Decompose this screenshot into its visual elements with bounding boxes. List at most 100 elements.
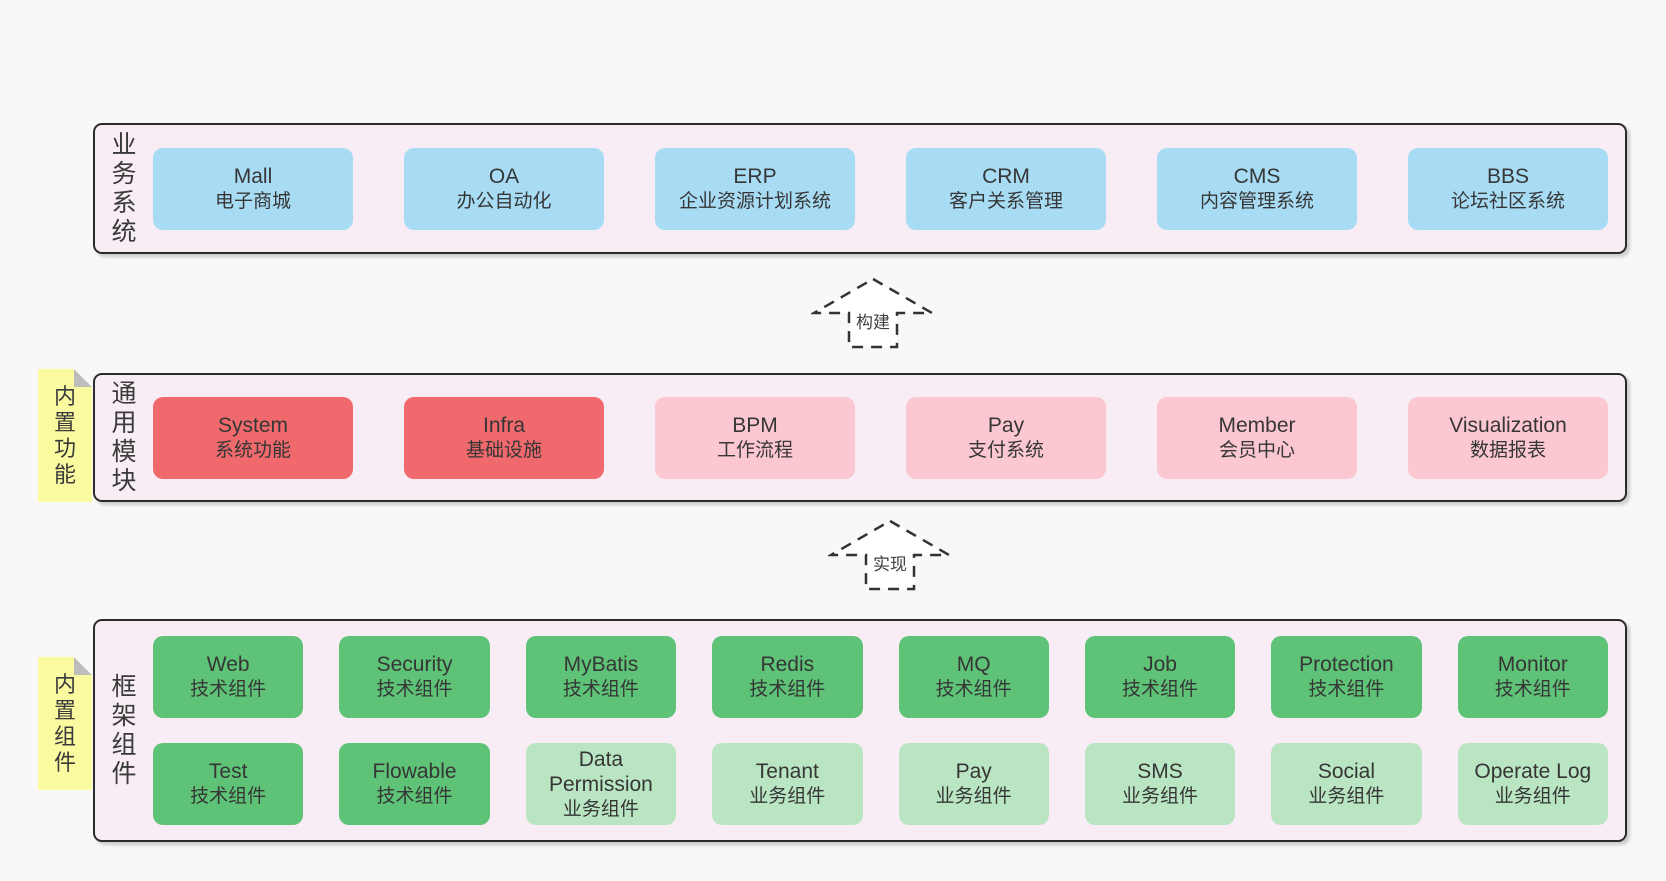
module-name: BBS <box>1486 164 1530 188</box>
module-subtitle: 工作流程 <box>716 439 793 461</box>
section-rows: System 系统功能 Infra 基础设施 BPM 工作流程 Pay 支付系统… <box>153 375 1625 500</box>
module-box-bpm: BPM 工作流程 <box>655 396 855 479</box>
module-box-mybatis: MyBatis 技术组件 <box>525 636 677 718</box>
module-name: Infra <box>482 413 526 437</box>
section-framework-components: 框架组件 Web 技术组件 Security 技术组件 MyBatis 技术组件… <box>93 619 1627 842</box>
module-name: OA <box>488 164 520 188</box>
module-box-system: System 系统功能 <box>153 396 353 479</box>
module-name: SMS <box>1137 760 1183 783</box>
section-label: 业务系统 <box>111 130 137 246</box>
module-subtitle: 办公自动化 <box>456 190 552 212</box>
module-name: CMS <box>1233 164 1281 188</box>
module-name: Monitor <box>1497 653 1568 676</box>
module-subtitle: 论坛社区系统 <box>1450 190 1565 212</box>
module-subtitle: 技术组件 <box>935 679 1012 700</box>
module-name: Job <box>1143 653 1177 676</box>
module-subtitle: 业务组件 <box>1308 786 1385 807</box>
module-box-data-permission: Data Permission 业务组件 <box>525 743 677 825</box>
module-subtitle: 技术组件 <box>376 679 453 700</box>
module-box-redis: Redis 技术组件 <box>712 636 863 718</box>
module-name: Flowable <box>372 760 457 783</box>
module-box-tenant: Tenant 业务组件 <box>712 743 863 825</box>
module-name: Pay <box>955 760 992 783</box>
module-box-web: Web 技术组件 <box>153 636 304 718</box>
module-subtitle: 技术组件 <box>1308 679 1385 700</box>
module-row: Test 技术组件 Flowable 技术组件 Data Permission … <box>153 743 1608 825</box>
module-subtitle: 技术组件 <box>190 786 267 807</box>
module-name: Web <box>206 653 250 676</box>
module-name: Redis <box>760 653 815 676</box>
module-subtitle: 会员中心 <box>1218 439 1295 461</box>
module-box-social: Social 业务组件 <box>1271 743 1422 825</box>
module-box-cms: CMS 内容管理系统 <box>1157 147 1357 230</box>
module-box-pay: Pay 业务组件 <box>898 743 1049 825</box>
module-box-protection: Protection 技术组件 <box>1271 636 1422 718</box>
note-fold-icon <box>74 369 92 387</box>
module-name: Pay <box>987 413 1025 437</box>
module-subtitle: 技术组件 <box>749 679 826 700</box>
module-box-visualization: Visualization 数据报表 <box>1408 396 1608 479</box>
arrow-label: 构建 <box>853 312 893 334</box>
module-box-job: Job 技术组件 <box>1084 636 1236 718</box>
module-row: Web 技术组件 Security 技术组件 MyBatis 技术组件 Redi… <box>153 636 1608 718</box>
section-label: 通用模块 <box>111 379 137 495</box>
module-name: Data Permission <box>549 747 653 796</box>
module-box-bbs: BBS 论坛社区系统 <box>1408 147 1608 230</box>
module-subtitle: 系统功能 <box>214 439 291 461</box>
module-box-flowable: Flowable 技术组件 <box>339 743 490 825</box>
section-common-modules: 通用模块 System 系统功能 Infra 基础设施 BPM 工作流程 Pay… <box>93 373 1627 502</box>
module-name: Tenant <box>755 760 819 783</box>
module-subtitle: 技术组件 <box>1122 679 1199 700</box>
module-name: ERP <box>733 164 777 188</box>
section-business-systems: 业务系统 Mall 电子商城 OA 办公自动化 ERP 企业资源计划系统 CRM… <box>93 123 1627 254</box>
module-subtitle: 业务组件 <box>935 786 1012 807</box>
module-box-member: Member 会员中心 <box>1157 396 1357 479</box>
module-row: Mall 电子商城 OA 办公自动化 ERP 企业资源计划系统 CRM 客户关系… <box>153 147 1608 230</box>
module-subtitle: 业务组件 <box>1122 786 1199 807</box>
module-subtitle: 企业资源计划系统 <box>678 190 831 212</box>
module-box-sms: SMS 业务组件 <box>1084 743 1236 825</box>
module-box-operate-log: Operate Log 业务组件 <box>1457 743 1608 825</box>
module-box-mq: MQ 技术组件 <box>898 636 1049 718</box>
module-row: System 系统功能 Infra 基础设施 BPM 工作流程 Pay 支付系统… <box>153 396 1608 479</box>
module-name: Social <box>1317 760 1376 783</box>
module-box-crm: CRM 客户关系管理 <box>906 147 1106 230</box>
module-box-infra: Infra 基础设施 <box>404 396 604 479</box>
module-subtitle: 技术组件 <box>190 679 267 700</box>
module-subtitle: 业务组件 <box>1494 786 1571 807</box>
module-subtitle: 数据报表 <box>1469 439 1546 461</box>
module-box-test: Test 技术组件 <box>153 743 304 825</box>
module-box-pay: Pay 支付系统 <box>906 396 1106 479</box>
module-name: Security <box>376 653 453 676</box>
module-name: Visualization <box>1449 413 1567 437</box>
sticky-note-framework-components: 内置组件 <box>38 657 92 790</box>
sticky-note-common-modules: 内置功能 <box>38 369 92 502</box>
dashed-up-arrow-implement: 实现 <box>828 518 952 592</box>
section-label: 框架组件 <box>111 672 137 788</box>
module-name: System <box>217 413 288 437</box>
module-box-mall: Mall 电子商城 <box>153 147 353 230</box>
module-name: Protection <box>1299 653 1394 676</box>
module-box-oa: OA 办公自动化 <box>404 147 604 230</box>
module-subtitle: 内容管理系统 <box>1199 190 1314 212</box>
section-rows: Mall 电子商城 OA 办公自动化 ERP 企业资源计划系统 CRM 客户关系… <box>153 125 1625 252</box>
module-name: MyBatis <box>563 653 639 676</box>
module-name: BPM <box>732 413 778 437</box>
module-subtitle: 技术组件 <box>562 679 639 700</box>
module-box-monitor: Monitor 技术组件 <box>1457 636 1608 718</box>
dashed-up-arrow-build: 构建 <box>811 276 935 350</box>
module-subtitle: 技术组件 <box>376 786 453 807</box>
sticky-note-label: 内置功能 <box>53 383 76 487</box>
module-subtitle: 业务组件 <box>749 786 826 807</box>
module-box-erp: ERP 企业资源计划系统 <box>655 147 855 230</box>
module-name: Mall <box>233 164 273 188</box>
module-name: MQ <box>956 653 991 676</box>
module-subtitle: 客户关系管理 <box>948 190 1063 212</box>
module-name: CRM <box>982 164 1030 188</box>
module-subtitle: 技术组件 <box>1494 679 1571 700</box>
module-name: Member <box>1218 413 1296 437</box>
module-subtitle: 业务组件 <box>562 798 639 820</box>
sticky-note-label: 内置组件 <box>53 671 76 775</box>
module-subtitle: 支付系统 <box>967 439 1044 461</box>
